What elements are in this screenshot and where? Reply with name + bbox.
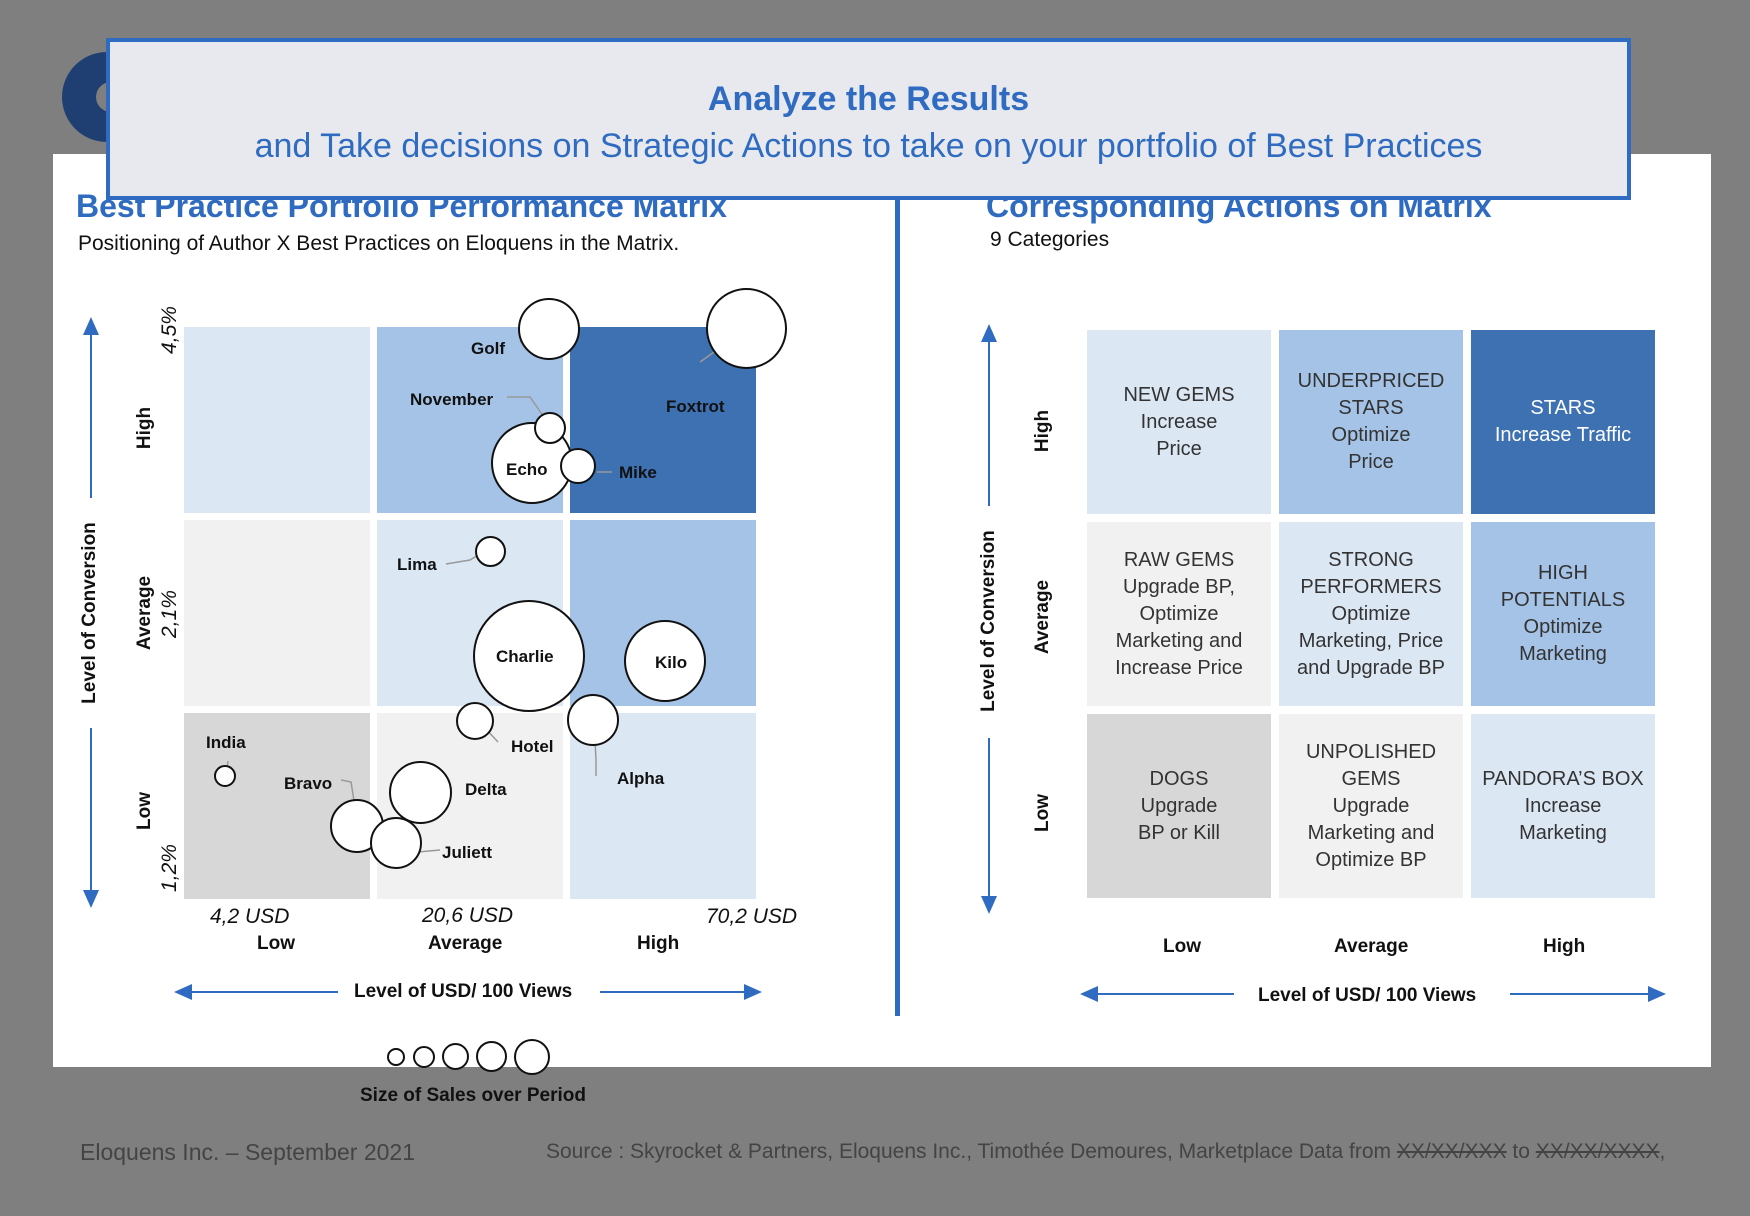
- bubble-golf: [518, 298, 580, 360]
- bubble-alpha: [567, 694, 619, 746]
- bubble-label-lima: Lima: [397, 555, 437, 574]
- bubble-label-alpha: Alpha: [617, 769, 665, 788]
- matrix-cell-high-low: [184, 327, 370, 513]
- left-y-value-average: 2,1%: [158, 590, 181, 638]
- right-y-level-average: Average: [1032, 579, 1053, 655]
- bubble-november: [534, 412, 566, 444]
- left-y-axis-label: Level of Conversion: [79, 522, 100, 704]
- bubble-label-mike: Mike: [619, 463, 657, 482]
- bubble-india: [214, 765, 236, 787]
- right-x-level-average: Average: [1334, 936, 1409, 957]
- right-x-level-low: Low: [1163, 936, 1201, 957]
- bubble-label-echo: Echo: [506, 460, 548, 479]
- action-cell-underpriced-stars: UNDERPRICED STARS Optimize Price: [1279, 330, 1463, 514]
- action-cell-dogs: DOGS Upgrade BP or Kill: [1087, 714, 1271, 898]
- banner-subtitle: and Take decisions on Strategic Actions …: [254, 127, 1483, 165]
- footer-source-suffix: ,: [1659, 1140, 1666, 1163]
- left-y-value-low: 1,2%: [158, 844, 181, 892]
- left-x-level-average: Average: [428, 933, 503, 954]
- footer-date-from: XX/XX/XXX: [1396, 1140, 1507, 1163]
- left-x-level-high: High: [637, 933, 680, 954]
- left-x-value-low: 4,2 USD: [210, 905, 290, 928]
- left-y-level-low: Low: [134, 792, 155, 830]
- bubble-label-delta: Delta: [465, 780, 507, 799]
- left-x-value-average: 20,6 USD: [422, 904, 514, 927]
- left-y-level-high: High: [134, 406, 155, 450]
- action-cell-high-potentials: HIGH POTENTIALS Optimize Marketing: [1471, 522, 1655, 706]
- matrix-cell-average-low: [184, 520, 370, 706]
- left-x-value-high: 70,2 USD: [706, 905, 798, 928]
- legend-circle-xs: [387, 1048, 405, 1066]
- right-x-axis-label: Level of USD/ 100 Views: [1258, 985, 1477, 1006]
- header-banner: Analyze the Results and Take decisions o…: [106, 38, 1631, 200]
- action-cell-raw-gems: RAW GEMS Upgrade BP, Optimize Marketing …: [1087, 522, 1271, 706]
- bubble-label-november: November: [410, 390, 494, 409]
- action-cell-unpolished-gems: UNPOLISHED GEMS Upgrade Marketing and Op…: [1279, 714, 1463, 898]
- bubble-lima: [475, 536, 506, 567]
- bubble-delta: [389, 761, 452, 824]
- bubble-juliett: [370, 817, 422, 869]
- left-x-level-low: Low: [257, 933, 295, 954]
- bubble-label-charlie: Charlie: [496, 647, 554, 666]
- bubble-label-india: India: [206, 733, 246, 752]
- legend-circle-s: [413, 1046, 435, 1068]
- bubble-label-foxtrot: Foxtrot: [666, 397, 725, 416]
- left-x-axis-label: Level of USD/ 100 Views: [354, 981, 573, 1002]
- legend-circle-m: [442, 1043, 469, 1070]
- legend-circle-l: [476, 1041, 507, 1072]
- bubble-mike: [560, 448, 596, 484]
- banner-title: Analyze the Results: [707, 80, 1030, 118]
- bubble-label-bravo: Bravo: [284, 774, 333, 793]
- action-cell-new-gems: NEW GEMS Increase Price: [1087, 330, 1271, 514]
- bubble-label-golf: Golf: [471, 339, 505, 358]
- bubble-label-hotel: Hotel: [511, 737, 554, 756]
- left-subtitle: Positioning of Author X Best Practices o…: [78, 232, 680, 255]
- footer-source-prefix: Source : Skyrocket & Partners, Eloquens …: [546, 1140, 1397, 1163]
- bubble-hotel: [456, 702, 494, 740]
- footer-to-word: to: [1506, 1140, 1536, 1163]
- legend-label: Size of Sales over Period: [360, 1085, 586, 1106]
- action-cell-stars: STARS Increase Traffic: [1471, 330, 1655, 514]
- right-y-axis-label: Level of Conversion: [978, 530, 999, 712]
- right-y-level-high: High: [1032, 409, 1053, 453]
- bubble-label-juliett: Juliett: [442, 843, 493, 862]
- footer-company: Eloquens Inc. – September 2021: [80, 1139, 416, 1165]
- bubble-label-kilo: Kilo: [655, 653, 688, 672]
- legend-circle-xl: [514, 1039, 550, 1075]
- right-y-level-low: Low: [1032, 794, 1053, 832]
- action-cell-pandoras-box: PANDORA’S BOX Increase Marketing: [1471, 714, 1655, 898]
- right-x-level-high: High: [1543, 936, 1586, 957]
- bubble-kilo: [624, 620, 706, 702]
- left-y-level-average: Average: [134, 575, 155, 651]
- bubble-charlie: [473, 600, 585, 712]
- right-subtitle: 9 Categories: [990, 228, 1110, 251]
- section-divider: [895, 196, 900, 1016]
- bubble-foxtrot: [706, 288, 787, 369]
- left-y-value-high: 4,5%: [158, 306, 181, 354]
- action-cell-strong-performers: STRONG PERFORMERS Optimize Marketing, Pr…: [1279, 522, 1463, 706]
- footer-source: Source : Skyrocket & Partners, Eloquens …: [546, 1140, 1665, 1164]
- footer-date-to: XX/XX/XXXX: [1535, 1140, 1660, 1163]
